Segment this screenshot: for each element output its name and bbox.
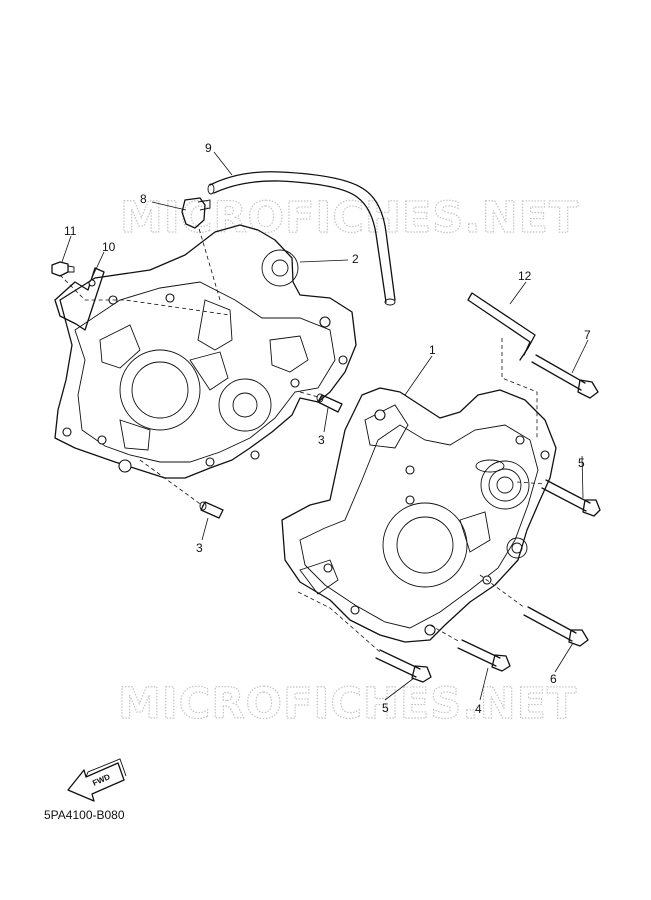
hose-guide-12 — [467, 292, 536, 361]
leader-line — [554, 642, 574, 673]
callout-11: 11 — [64, 224, 77, 238]
leader-line — [479, 667, 489, 701]
fwd-label: FWD — [91, 772, 112, 788]
callout-3-lower: 3 — [196, 541, 203, 555]
callout-4: 4 — [475, 702, 482, 716]
callout-12: 12 — [518, 269, 532, 283]
forward-arrow-icon: FWD — [67, 758, 127, 802]
callout-6: 6 — [550, 672, 557, 686]
callout-5-upper: 5 — [578, 456, 585, 470]
dowel-pin-upper — [316, 393, 343, 413]
callout-10: 10 — [102, 240, 116, 254]
watermark-top: MICROFICHES.NET — [120, 193, 579, 243]
bolt-6 — [523, 606, 589, 647]
crankcase-right — [281, 387, 557, 643]
bolt-11 — [51, 261, 75, 277]
leader-line — [571, 339, 589, 374]
assembly-line — [297, 591, 381, 653]
leader-line — [89, 251, 105, 283]
assembly-line — [516, 481, 546, 485]
callout-1: 1 — [429, 343, 436, 357]
leader-line — [213, 151, 233, 176]
crankcase-left — [54, 224, 357, 479]
callout-5-lower: 5 — [382, 701, 389, 715]
callout-9: 9 — [205, 141, 212, 155]
hose-joint — [181, 197, 211, 229]
leader-line — [581, 455, 584, 499]
bolt-5-upper — [541, 479, 601, 517]
leader-line — [61, 235, 72, 263]
assembly-line — [429, 624, 461, 643]
leader-line — [509, 281, 527, 305]
leader-line — [151, 201, 187, 211]
leader-line — [201, 517, 209, 541]
assembly-line — [501, 338, 538, 438]
callout-3-upper: 3 — [318, 433, 325, 447]
bolt-5-lower — [375, 649, 432, 683]
leader-line — [299, 259, 349, 263]
dowel-pin-lower — [199, 501, 224, 519]
bolt-7 — [531, 354, 599, 399]
breather-hose — [207, 171, 396, 306]
leader-line — [404, 355, 433, 396]
assembly-line — [139, 459, 204, 507]
leader-line — [384, 677, 415, 701]
callout-2: 2 — [352, 252, 359, 266]
assembly-line — [59, 274, 231, 316]
callout-7: 7 — [584, 328, 591, 342]
callout-8: 8 — [140, 192, 147, 206]
assembly-line — [299, 391, 323, 399]
leader-line — [323, 407, 329, 433]
bolt-4 — [457, 639, 511, 672]
watermark-bottom: MICROFICHES.NET — [118, 679, 577, 729]
diagram-code: 5PA4100-B080 — [44, 808, 125, 822]
assembly-line — [197, 224, 221, 301]
assembly-line — [479, 574, 526, 609]
